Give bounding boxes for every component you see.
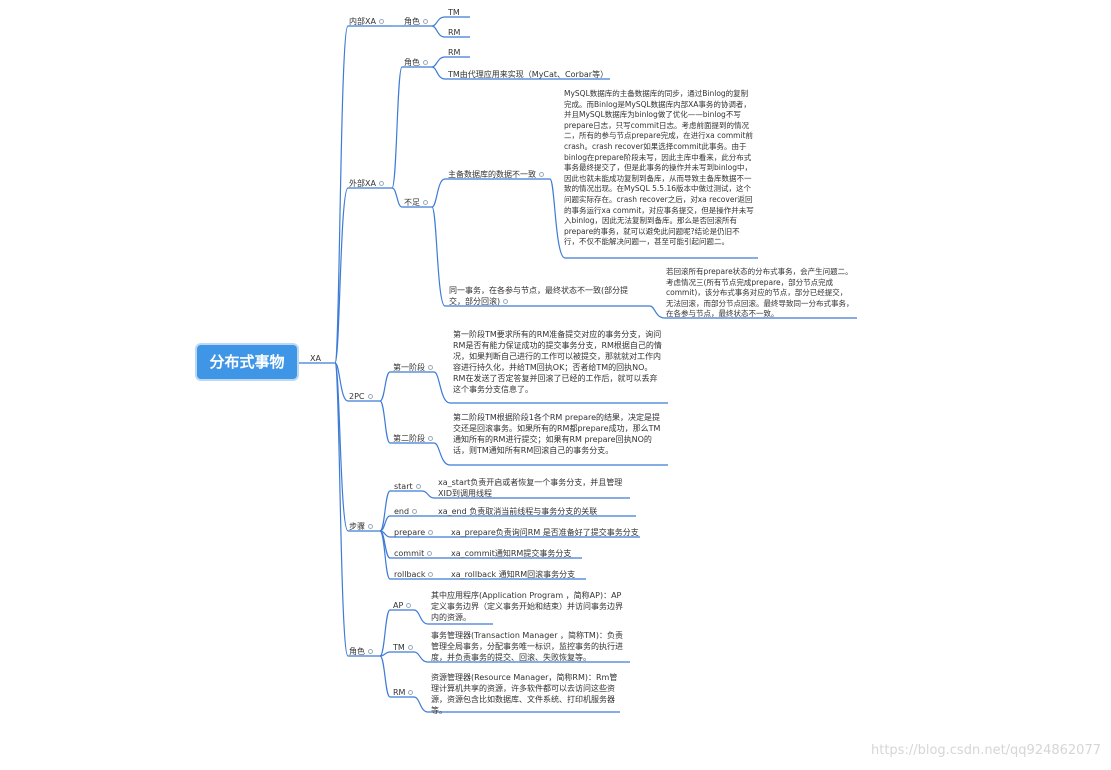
internal-xa-label: 内部XA	[349, 17, 376, 26]
external-xa-rm-node[interactable]: RM	[448, 47, 460, 58]
collapse-icon[interactable]	[423, 200, 428, 205]
collapse-icon[interactable]	[503, 299, 509, 304]
inconsistency-node[interactable]: 主备数据库的数据不一致	[448, 169, 544, 180]
roles-label: 角色	[349, 647, 365, 656]
internal-xa-tm-label: TM	[448, 8, 460, 17]
collapse-icon[interactable]	[415, 484, 421, 489]
collapse-icon[interactable]	[539, 172, 544, 177]
collapse-icon[interactable]	[368, 649, 373, 654]
step-rollback-node[interactable]: rollback	[394, 569, 434, 580]
collapse-icon[interactable]	[378, 181, 384, 186]
internal-xa-role-label: 角色	[404, 17, 420, 26]
xa-label: XA	[310, 354, 321, 363]
collapse-icon[interactable]	[423, 19, 428, 24]
collapse-icon[interactable]	[423, 60, 428, 65]
phase2-detail: 第二阶段TM根据阶段1各个RM prepare的结果，决定是提交还是回滚事务。如…	[453, 413, 661, 455]
external-xa-role-label: 角色	[404, 58, 420, 67]
internal-xa-tm-node[interactable]: TM	[448, 7, 460, 18]
step-rollback-label: rollback	[394, 570, 426, 579]
role-tm-node[interactable]: TM	[393, 642, 413, 653]
collapse-icon[interactable]	[378, 19, 384, 24]
step-end-node[interactable]: end	[394, 506, 418, 517]
collapse-icon[interactable]	[367, 394, 373, 399]
phase1-node[interactable]: 第一阶段	[393, 362, 433, 373]
xa-node[interactable]: XA	[310, 353, 321, 364]
roles-node[interactable]: 角色	[349, 646, 373, 657]
role-tm-desc: 事务管理器(Transaction Manager ，简称TM)：负责管理全局事…	[431, 631, 623, 662]
collapse-icon[interactable]	[427, 551, 433, 556]
twopc-label: 2PC	[349, 392, 365, 401]
final-state-node[interactable]: 同一事务，在各参与节点，最终状态不一致(部分提交，部分回滚)	[449, 285, 641, 307]
step-prepare-node[interactable]: prepare	[394, 527, 434, 538]
external-xa-tm-node[interactable]: TM由代理应用来实现（MyCat、Corbar等）	[448, 69, 608, 80]
root-topic[interactable]: 分布式事物	[197, 345, 297, 379]
step-start-desc: xa_start负责开启或者恢复一个事务分支，并且管理XID到调用线程	[438, 478, 623, 498]
external-xa-rm-label: RM	[448, 48, 461, 57]
step-rollback-desc: xa_rollback 通知RM回滚事务分支	[451, 570, 576, 579]
step-commit-label: commit	[394, 549, 425, 558]
role-ap-desc: 其中应用程序(Application Program ，简称AP)：AP定义事务…	[431, 591, 623, 622]
phase2-node[interactable]: 第二阶段	[393, 433, 433, 444]
step-commit-desc: xa_commit通知RM提交事务分支	[451, 549, 572, 558]
phase1-label: 第一阶段	[393, 363, 425, 372]
step-end-desc: xa_end 负责取消当前线程与事务分支的关联	[438, 507, 598, 516]
inconsistency-detail: MySQL数据库的主备数据库的同步，通过Binlog的复制完成。而Binlog是…	[564, 89, 754, 247]
step-start-label: start	[394, 482, 413, 491]
step-start-node[interactable]: start	[394, 481, 421, 492]
external-xa-tm-label: TM由代理应用来实现（MyCat、Corbar等）	[448, 70, 609, 79]
step-commit-node[interactable]: commit	[394, 548, 433, 559]
collapse-icon[interactable]	[406, 603, 412, 608]
twopc-node[interactable]: 2PC	[349, 391, 373, 402]
phase2-label: 第二阶段	[393, 434, 425, 443]
step-prepare-desc: xa_prepare负责询问RM 是否准备好了提交事务分支	[451, 528, 639, 537]
watermark: https://blog.csdn.net/qq924862077	[870, 743, 1101, 758]
role-tm-label: TM	[393, 643, 405, 652]
collapse-icon[interactable]	[412, 509, 418, 514]
step-end-label: end	[394, 507, 410, 516]
internal-xa-node[interactable]: 内部XA	[349, 16, 384, 27]
role-ap-label: AP	[393, 601, 404, 610]
internal-xa-rm-node[interactable]: RM	[448, 27, 460, 38]
step-prepare-label: prepare	[394, 528, 426, 537]
collapse-icon[interactable]	[407, 645, 413, 650]
external-xa-node[interactable]: 外部XA	[349, 178, 384, 189]
external-xa-label: 外部XA	[349, 179, 376, 188]
phase1-detail: 第一阶段TM要求所有的RM准备提交对应的事务分支，询问RM是否有能力保证成功的提…	[453, 330, 662, 394]
steps-label: 步骤	[349, 522, 365, 531]
collapse-icon[interactable]	[428, 436, 433, 441]
collapse-icon[interactable]	[428, 365, 433, 370]
role-rm-node[interactable]: RM	[393, 687, 414, 698]
external-xa-role-node[interactable]: 角色	[404, 57, 428, 68]
inconsistency-label: 主备数据库的数据不一致	[448, 170, 536, 179]
final-state-label: 同一事务，在各参与节点，最终状态不一致(部分提交，部分回滚)	[449, 286, 629, 306]
internal-xa-role-node[interactable]: 角色	[404, 16, 428, 27]
role-rm-label: RM	[393, 688, 406, 697]
collapse-icon[interactable]	[368, 524, 373, 529]
shortcoming-node[interactable]: 不足	[404, 197, 428, 208]
collapse-icon[interactable]	[428, 530, 434, 535]
final-state-detail: 若回滚所有prepare状态的分布式事务，会产生问题二。考虑情况三(所有节点完成…	[666, 267, 854, 319]
internal-xa-rm-label: RM	[448, 28, 461, 37]
role-ap-node[interactable]: AP	[393, 600, 412, 611]
shortcoming-label: 不足	[404, 198, 420, 207]
role-rm-desc: 资源管理器(Resource Manager，简称RM)：Rm管理计算机共享的资…	[431, 673, 618, 715]
collapse-icon[interactable]	[408, 690, 414, 695]
steps-node[interactable]: 步骤	[349, 521, 373, 532]
collapse-icon[interactable]	[428, 572, 434, 577]
